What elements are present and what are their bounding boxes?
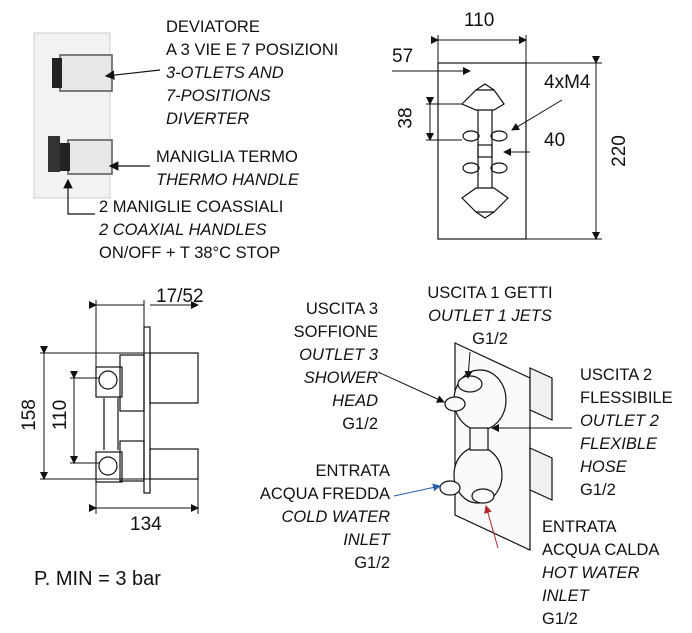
front-hole-spacing-dim: 38 [395, 107, 417, 129]
cold-inlet-line-2: ACQUA FREDDA [259, 485, 390, 503]
cold-inlet-line-4: INLET [343, 531, 390, 549]
product-thumbnail [33, 32, 113, 199]
front-width-dim: 110 [464, 10, 495, 31]
outlet-2-line-6: G1/2 [580, 481, 616, 499]
diverter-line-2: A 3 VIE E 7 POSIZIONI [166, 41, 339, 59]
outlet-3-line-3: OUTLET 3 [299, 346, 378, 364]
thermo-handle-label: MANIGLIA TERMO THERMO HANDLE [156, 146, 299, 192]
outlet-3-label: USCITA 3 SOFFIONE OUTLET 3 SHOWER HEAD G… [270, 298, 378, 436]
side-height-dim: 158 [18, 399, 40, 431]
outlet-2-label: USCITA 2 FLESSIBILE OUTLET 2 FLEXIBLE HO… [580, 364, 673, 502]
hot-inlet-line-2: ACQUA CALDA [542, 541, 660, 559]
outlet-2-line-1: USCITA 2 [580, 366, 653, 384]
front-screws-label: 4xM4 [544, 72, 591, 93]
front-hole-spacing-right-dim: 40 [544, 130, 566, 151]
front-dimension-lines [392, 35, 602, 240]
cold-inlet-line-1: ENTRATA [315, 462, 390, 480]
outlet-2-line-5: HOSE [580, 458, 627, 476]
isometric-pointers [377, 351, 572, 549]
outlet-3-line-6: G1/2 [342, 415, 378, 433]
hot-inlet-label: ENTRATA ACQUA CALDA HOT WATER INLET G1/2 [542, 516, 659, 631]
outlet-1-line-1: USCITA 1 GETTI [427, 284, 553, 302]
diverter-label: DEVIATORE A 3 VIE E 7 POSIZIONI 3-OTLETS… [166, 16, 338, 131]
coaxial-arrow [63, 178, 95, 215]
cold-inlet-label: ENTRATA ACQUA FREDDA COLD WATER INLET G1… [236, 460, 390, 575]
cold-inlet-line-3: COLD WATER [281, 508, 390, 526]
side-width-dim: 134 [130, 514, 162, 535]
outlet-3-line-1: USCITA 3 [305, 300, 378, 318]
outlet-1-line-2: OUTLET 1 JETS [428, 307, 552, 325]
outlet-1-line-3: G1/2 [472, 330, 508, 348]
front-height-dim: 220 [608, 135, 630, 167]
hot-inlet-line-1: ENTRATA [542, 518, 617, 536]
outlet-3-line-2: SOFFIONE [293, 323, 378, 341]
coaxial-line-3: ON/OFF + T 38°C STOP [99, 244, 281, 262]
coaxial-line-2: 2 COAXIAL HANDLES [99, 221, 267, 239]
outlet-1-label: USCITA 1 GETTI OUTLET 1 JETS G1/2 [412, 282, 568, 351]
hot-inlet-line-5: G1/2 [542, 610, 578, 628]
thermo-line-2: THERMO HANDLE [156, 171, 300, 189]
outlet-2-line-4: FLEXIBLE [580, 435, 658, 453]
diverter-arrow [104, 69, 161, 80]
outlet-2-line-3: OUTLET 2 [580, 412, 659, 430]
diverter-line-1: DEVIATORE [166, 18, 260, 36]
isometric-view [439, 342, 553, 551]
pressure-label: P. MIN = 3 bar [34, 568, 161, 590]
diverter-line-4: 7-POSITIONS [166, 87, 271, 105]
hot-inlet-line-3: HOT WATER [542, 564, 640, 582]
diverter-line-5: DIVERTER [166, 110, 250, 128]
outlet-2-line-2: FLESSIBILE [580, 389, 673, 407]
front-offset-dim: 57 [392, 46, 414, 67]
diverter-line-3: 3-OTLETS AND [166, 64, 284, 82]
coaxial-handles-label: 2 MANIGLIE COASSIALI 2 COAXIAL HANDLES O… [99, 196, 283, 265]
front-view [437, 62, 527, 240]
cold-inlet-line-5: G1/2 [354, 554, 390, 572]
side-dimension-lines [40, 300, 199, 514]
side-depth-dim: 17/52 [156, 286, 204, 307]
coaxial-line-1: 2 MANIGLIE COASSIALI [99, 198, 284, 216]
side-inner-height-dim: 110 [50, 399, 72, 431]
hot-inlet-line-4: INLET [542, 587, 589, 605]
outlet-3-line-5: HEAD [332, 392, 378, 410]
side-view [95, 326, 199, 494]
outlet-3-line-4: SHOWER [303, 369, 378, 387]
thermo-line-1: MANIGLIA TERMO [156, 148, 298, 166]
